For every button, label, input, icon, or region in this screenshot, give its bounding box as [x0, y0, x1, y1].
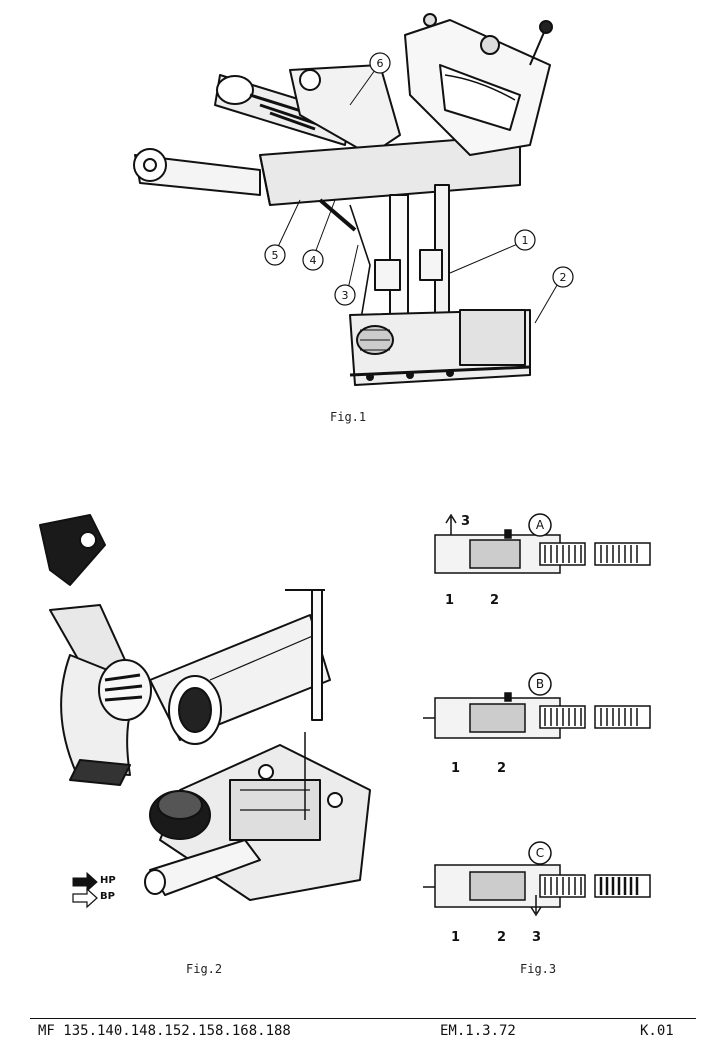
fig1-callout-3: 3 — [342, 289, 349, 302]
fig1-callout-6: 6 — [377, 57, 384, 70]
footer-edition: EM.1.3.72 — [440, 1023, 516, 1039]
fig3-caption: Fig.3 — [520, 962, 557, 976]
fig1-callout-5: 5 — [272, 249, 279, 262]
fig1-illustration: 1 2 3 4 5 6 — [133, 13, 574, 386]
fig3-a-label-2: 2 — [490, 593, 499, 608]
footer-rule — [30, 1018, 696, 1019]
fig3-b-label-1: 1 — [451, 761, 460, 776]
fig2-caption: Fig.2 — [186, 962, 223, 976]
fig3-c-label-1: 1 — [451, 930, 460, 945]
fig3-a-letter: A — [536, 518, 545, 532]
fig3-panel-c: C 1 2 3 — [423, 841, 651, 945]
fig3-c-label-2: 2 — [497, 930, 506, 945]
fig3-c-label-3: 3 — [532, 930, 541, 945]
fig1-callout-2: 2 — [560, 271, 567, 284]
fig3-c-letter: C — [536, 846, 544, 860]
fig1-callout-4: 4 — [310, 254, 317, 267]
legend-hp-label: HP — [100, 875, 116, 886]
fig2-illustration — [39, 514, 371, 909]
legend-bp-label: BP — [100, 891, 115, 902]
fig1-caption: Fig.1 — [330, 410, 367, 424]
fig3-a-label-3: 3 — [461, 514, 470, 529]
fig1-callout-1: 1 — [522, 234, 529, 247]
fig3-b-label-2: 2 — [497, 761, 506, 776]
fig3-a-label-1: 1 — [445, 593, 454, 608]
footer-models: MF 135.140.148.152.158.168.188 — [38, 1023, 291, 1039]
footer-page-number: K.01 — [640, 1023, 674, 1039]
fig3-b-letter: B — [536, 677, 544, 691]
fig3-panel-a: A 3 1 2 — [434, 513, 651, 608]
fig3-panel-b: B 1 2 — [423, 672, 651, 776]
